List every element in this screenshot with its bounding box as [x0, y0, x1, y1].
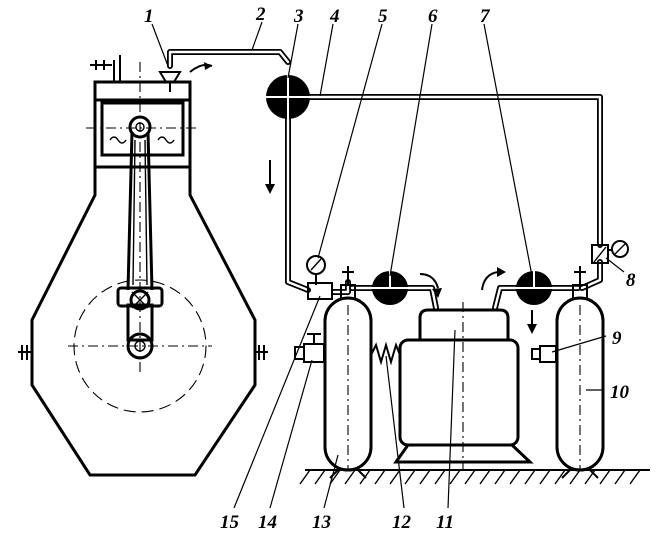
label-4: 4: [329, 6, 340, 27]
label-8: 8: [626, 270, 636, 291]
label-10: 10: [610, 382, 630, 403]
shutoff-valve-right: [481, 267, 552, 334]
leader-lines: [151, 21, 625, 509]
label-13: 13: [312, 512, 331, 533]
engine-connecting-rod: [126, 131, 154, 291]
start-valve: [158, 62, 213, 92]
safety-valve: [531, 345, 557, 363]
label-9: 9: [612, 328, 622, 349]
label-7: 7: [480, 6, 491, 27]
label-11: 11: [436, 512, 454, 533]
engine: [18, 55, 268, 477]
label-5: 5: [378, 6, 388, 27]
distributor: [266, 75, 310, 119]
label-3: 3: [293, 6, 304, 27]
label-12: 12: [392, 512, 412, 533]
spring: [370, 341, 401, 366]
engine-piston: [100, 101, 185, 157]
flow-arrow-down: [265, 160, 275, 194]
labels: 1 2 3 4 5 6 7 8 9 10 11 12 13 14 15: [144, 4, 636, 533]
label-6: 6: [428, 6, 438, 27]
drain-valve: [294, 333, 325, 363]
label-15: 15: [220, 512, 240, 533]
ground: [299, 469, 650, 485]
air-bottle-right: [555, 266, 605, 479]
label-14: 14: [258, 512, 277, 533]
label-1: 1: [144, 6, 154, 27]
engine-cylinder: [93, 80, 192, 169]
label-2: 2: [255, 4, 266, 25]
engine-crankcase: [30, 165, 257, 477]
pressure-regulator: [591, 240, 629, 264]
shutoff-valve-left: [372, 271, 442, 305]
pipes: [167, 49, 603, 311]
pressure-gauge: [306, 255, 333, 300]
air-compressor: [393, 302, 534, 470]
